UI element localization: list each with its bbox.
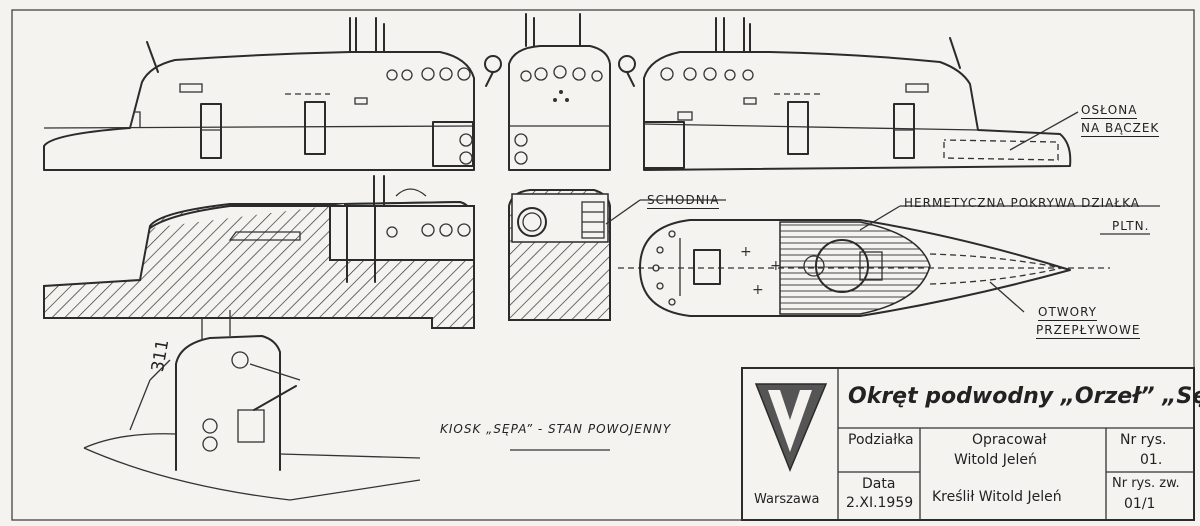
prepared-label: Opracował <box>972 432 1047 448</box>
label-schodnia: SCHODNIA <box>647 193 720 209</box>
svg-text:+: + <box>770 258 782 274</box>
drawing-no-label: Nr rys. <box>1120 432 1167 448</box>
label-pltn: PLTN. <box>1112 219 1150 233</box>
left-section <box>43 175 475 329</box>
right-side-elevation <box>618 17 1079 171</box>
kiosk-sketch <box>83 310 421 501</box>
label-oslona-line2: NA BĄCZEK <box>1081 121 1160 137</box>
scale-label: Podziałka <box>848 432 914 448</box>
date-label: Data <box>862 476 896 492</box>
title-block-frame <box>741 367 1195 521</box>
label-hermetyczna: HERMETYCZNA POKRYWA DZIAŁKA <box>904 196 1140 210</box>
sheet-border <box>11 9 1195 521</box>
front-view <box>508 13 611 171</box>
cross-section <box>508 189 726 321</box>
label-oslona-line1: OSŁONA <box>1081 103 1138 119</box>
svg-text:+: + <box>752 282 764 298</box>
sheet-no-value: 01/1 <box>1124 496 1156 512</box>
svg-text:+: + <box>740 244 752 260</box>
top-view: + + + <box>618 205 1160 317</box>
drawn-by: Kreślił Witold Jeleń <box>932 489 1062 505</box>
title-block-city: Warszawa <box>754 492 820 507</box>
date-value: 2.XI.1959 <box>846 495 914 511</box>
drawing-title: Okręt podwodny „Orzeł” „Sęp” <box>848 384 1200 409</box>
label-otwory-line2: PRZEPŁYWOWE <box>1036 323 1141 339</box>
prepared-name: Witold Jeleń <box>954 452 1037 468</box>
left-side-elevation <box>43 17 502 171</box>
sheet-no-label: Nr rys. zw. <box>1112 476 1180 491</box>
drawing-no-value: 01. <box>1140 452 1163 468</box>
kiosk-caption: KIOSK „SĘPA” - STAN POWOJENNY <box>440 422 672 436</box>
label-otwory-line1: OTWORY <box>1038 305 1097 321</box>
